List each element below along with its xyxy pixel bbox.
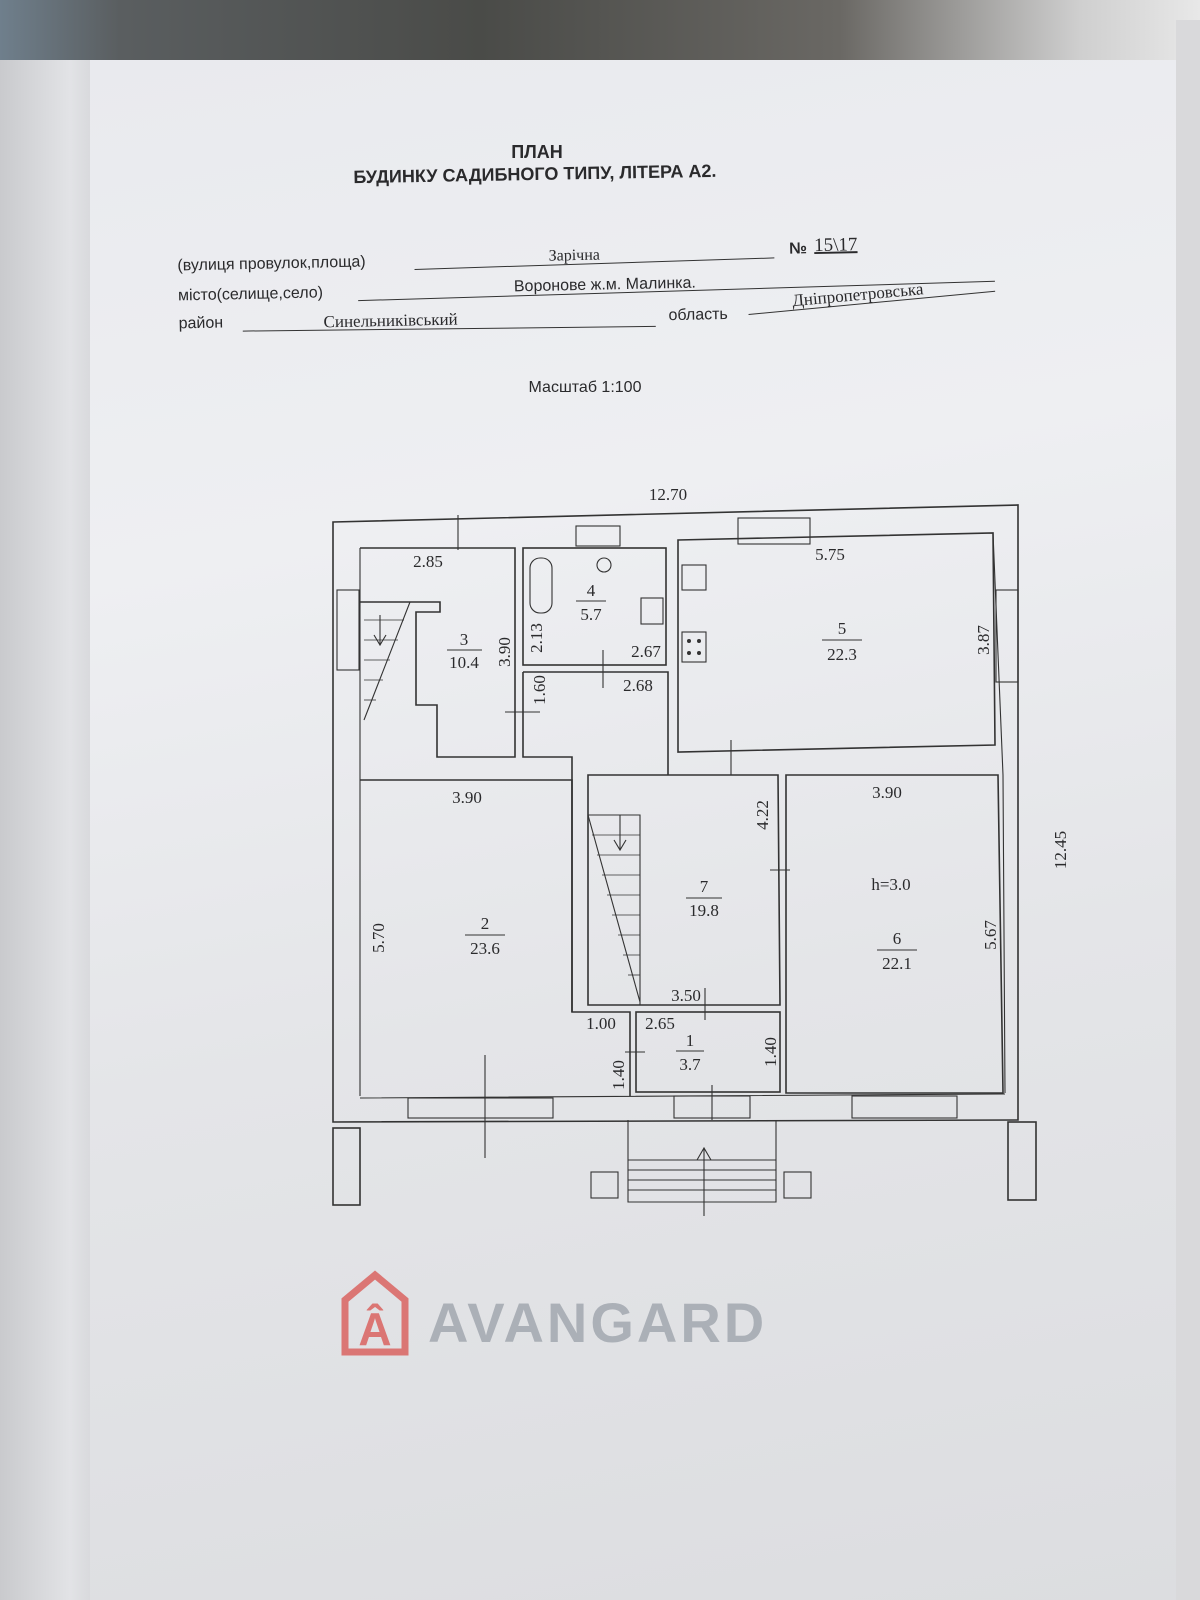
street-label: (вулиця провулок,площа)	[177, 253, 366, 274]
street-value: Зарічна	[548, 247, 600, 265]
district-label: район	[178, 314, 223, 332]
room-3-number: 3	[460, 630, 469, 649]
room-4-number: 4	[587, 581, 596, 600]
overall-width-dim: 12.70	[649, 485, 687, 504]
room-6-area: 22.1	[882, 954, 912, 973]
doc-title: ПЛАН	[511, 142, 563, 162]
room-4-area: 5.7	[580, 605, 602, 624]
svg-text:Â: Â	[358, 1303, 391, 1355]
region-value: Дніпропетровська	[791, 279, 924, 310]
room-1-dim-a: 1.00	[586, 1014, 616, 1033]
city-label: місто(селище,село)	[178, 284, 323, 304]
room-7-area: 19.8	[689, 901, 719, 920]
number-value: 15\17	[814, 234, 858, 256]
scale-label: Масштаб 1:100	[529, 379, 642, 396]
room-3-dim-depth: 3.90	[495, 637, 514, 667]
room-2-dim-width: 3.90	[452, 788, 482, 807]
room-2-dim-depth: 5.70	[369, 923, 388, 953]
room-5-area: 22.3	[827, 645, 857, 664]
corridor-dim-depth: 1.60	[530, 675, 549, 705]
room-5-dim-depth: 3.87	[974, 625, 993, 655]
doc-subtitle: БУДИНКУ САДИБНОГО ТИПУ, ЛІТЕРА А2.	[353, 161, 716, 187]
room-2-number: 2	[481, 914, 490, 933]
room-2-area: 23.6	[470, 939, 500, 958]
room-6-dim-depth: 5.67	[981, 920, 1000, 950]
room-7-number: 7	[700, 877, 709, 896]
room-6-number: 6	[893, 929, 902, 948]
room-1-area: 3.7	[679, 1055, 701, 1074]
room-1-dim-right: 1.40	[761, 1037, 780, 1067]
room-6-dim-width: 3.90	[872, 783, 902, 802]
left-page-edge	[0, 60, 100, 1600]
document-sheet	[90, 60, 1200, 1600]
room-7-dim-depth: 4.22	[753, 800, 772, 830]
room-7-dim-width: 3.50	[671, 986, 701, 1005]
room-3-area: 10.4	[449, 653, 479, 672]
corridor-dim-width: 2.68	[623, 676, 653, 695]
room-6-height: h=3.0	[871, 875, 910, 894]
room-3-dim-width: 2.85	[413, 552, 443, 571]
room-4-dim-depth: 2.13	[527, 623, 546, 653]
district-value: Синельниківський	[323, 310, 458, 332]
room-5-dim-width: 5.75	[815, 545, 845, 564]
number-label: №	[789, 240, 807, 257]
right-page-edge	[1176, 20, 1200, 1600]
watermark-text: AVANGARD	[428, 1291, 767, 1354]
room-5-number: 5	[838, 619, 847, 638]
region-label: область	[668, 306, 728, 324]
city-value: Воронове ж.м. Малинка.	[514, 275, 696, 296]
room-4-dim-width: 2.67	[631, 642, 661, 661]
room-1-number: 1	[686, 1031, 695, 1050]
room-1-dim-left: 1.40	[609, 1060, 628, 1090]
overall-depth-dim: 12.45	[1051, 831, 1070, 869]
watermark-logo: Â AVANGARD	[341, 1270, 767, 1356]
floor-plan	[332, 504, 1037, 1216]
room-1-dim-width: 2.65	[645, 1014, 675, 1033]
